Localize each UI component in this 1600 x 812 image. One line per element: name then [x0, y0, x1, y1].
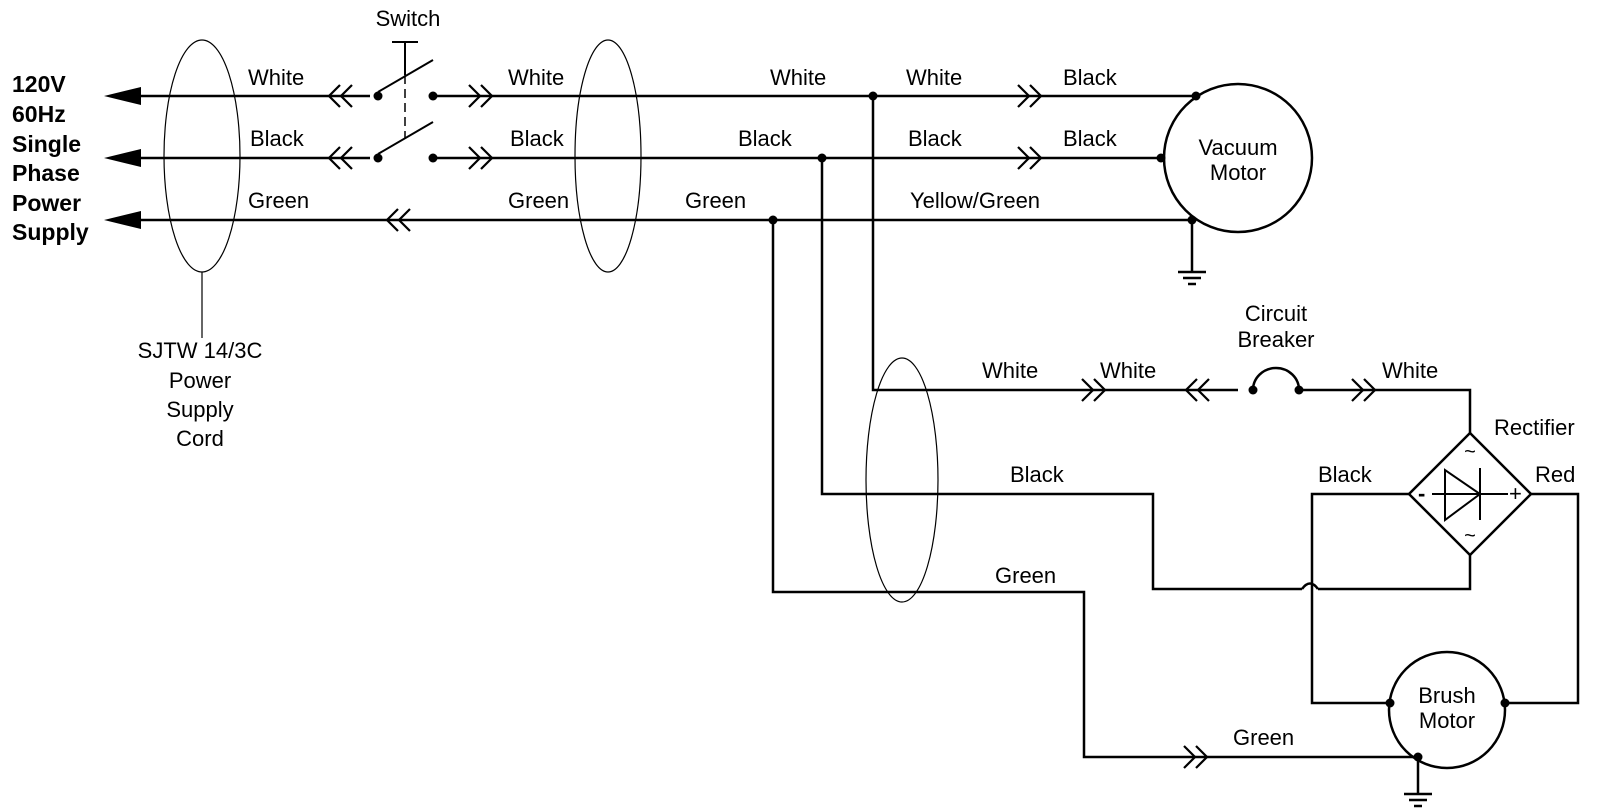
connector-left-black [327, 146, 353, 170]
cord-label-line: Power [169, 368, 231, 393]
rectifier: ~ ~ - + Rectifier [1407, 415, 1575, 557]
label-rect-red: Red [1535, 462, 1575, 487]
connector-vm-black [1017, 146, 1043, 170]
supply-arrow-black [104, 149, 141, 167]
label-br-green: Green [995, 563, 1056, 588]
label-bm-green: Green [1233, 725, 1294, 750]
wire-rect-neg [1310, 492, 1409, 705]
label-cord-green: Green [248, 188, 309, 213]
connector-right-white [468, 84, 494, 108]
supply-label-line: 60Hz [12, 101, 66, 127]
supply-arrow-green [104, 211, 141, 229]
connector-left-white [327, 84, 353, 108]
supply-label-line: Phase [12, 160, 80, 186]
label-sw-white: White [508, 65, 564, 90]
connector-left-green [385, 208, 411, 232]
vacuum-motor: Vacuum Motor [1156, 82, 1314, 234]
cord-bundle-ellipse [163, 39, 241, 273]
wire-green-branch [771, 220, 1418, 759]
ground-icon [1404, 757, 1432, 808]
connector-bm-green [1183, 745, 1209, 769]
supply-arrow-white [104, 87, 141, 105]
switch-label: Switch [376, 6, 441, 31]
label-vm-white: White [906, 65, 962, 90]
vacuum-motor-label: Vacuum [1198, 135, 1277, 160]
connector-br-white3 [1351, 378, 1377, 402]
rectifier-ac-top: ~ [1464, 441, 1476, 463]
label-cord-black: Black [250, 126, 305, 151]
connector-br-white1 [1081, 378, 1107, 402]
wire-white-branch [871, 96, 1472, 433]
rectifier-label: Rectifier [1494, 415, 1575, 440]
wire-black-crossover [1300, 582, 1320, 590]
label-sw-black: Black [510, 126, 565, 151]
label-rect-black: Black [1318, 462, 1373, 487]
brush-motor: Brush Motor [1385, 650, 1510, 770]
circuit-breaker-label: Breaker [1237, 327, 1314, 352]
wire-black-to-rectifier [1318, 555, 1472, 591]
label-mid-black: Black [738, 126, 793, 151]
cord-label-line: SJTW 14/3C [138, 338, 263, 363]
label-br-black: Black [1010, 462, 1065, 487]
supply-label-line: 120V [12, 71, 66, 97]
supply-label: 120V 60Hz Single Phase Power Supply [12, 71, 89, 245]
label-br-white3: White [1382, 358, 1438, 383]
label-sw-green: Green [508, 188, 569, 213]
label-vm-in-black1: Black [1063, 65, 1118, 90]
brush-motor-label: Motor [1419, 708, 1475, 733]
label-mid-white: White [770, 65, 826, 90]
harness-ellipse-top [574, 39, 642, 273]
label-br-white2: White [1100, 358, 1156, 383]
label-vm-black: Black [908, 126, 963, 151]
label-br-white1: White [982, 358, 1038, 383]
label-mid-green: Green [685, 188, 746, 213]
label-vm-in-black2: Black [1063, 126, 1118, 151]
rectifier-pos: + [1509, 481, 1522, 506]
ground-icon [1178, 220, 1206, 286]
rectifier-ac-bottom: ~ [1464, 525, 1476, 547]
wire-rect-pos [1505, 492, 1580, 705]
cord-label-line: Cord [176, 426, 224, 451]
wire-black-branch [820, 158, 1302, 591]
vacuum-motor-label: Motor [1210, 160, 1266, 185]
cord-label: SJTW 14/3C Power Supply Cord [138, 338, 263, 451]
circuit-breaker: Circuit Breaker [1237, 301, 1315, 395]
label-vm-yg: Yellow/Green [910, 188, 1040, 213]
label-cord-white: White [248, 65, 304, 90]
supply-label-line: Power [12, 190, 81, 216]
connector-vm-white [1017, 84, 1043, 108]
cord-label-line: Supply [166, 397, 233, 422]
harness-ellipse-bottom [865, 357, 939, 603]
connector-br-white2 [1184, 378, 1210, 402]
brush-motor-label: Brush [1418, 683, 1475, 708]
connector-right-black [468, 146, 494, 170]
supply-label-line: Supply [12, 219, 89, 245]
supply-label-line: Single [12, 131, 81, 157]
rectifier-neg: - [1418, 481, 1425, 506]
switch: Switch [373, 6, 441, 163]
circuit-breaker-label: Circuit [1245, 301, 1307, 326]
